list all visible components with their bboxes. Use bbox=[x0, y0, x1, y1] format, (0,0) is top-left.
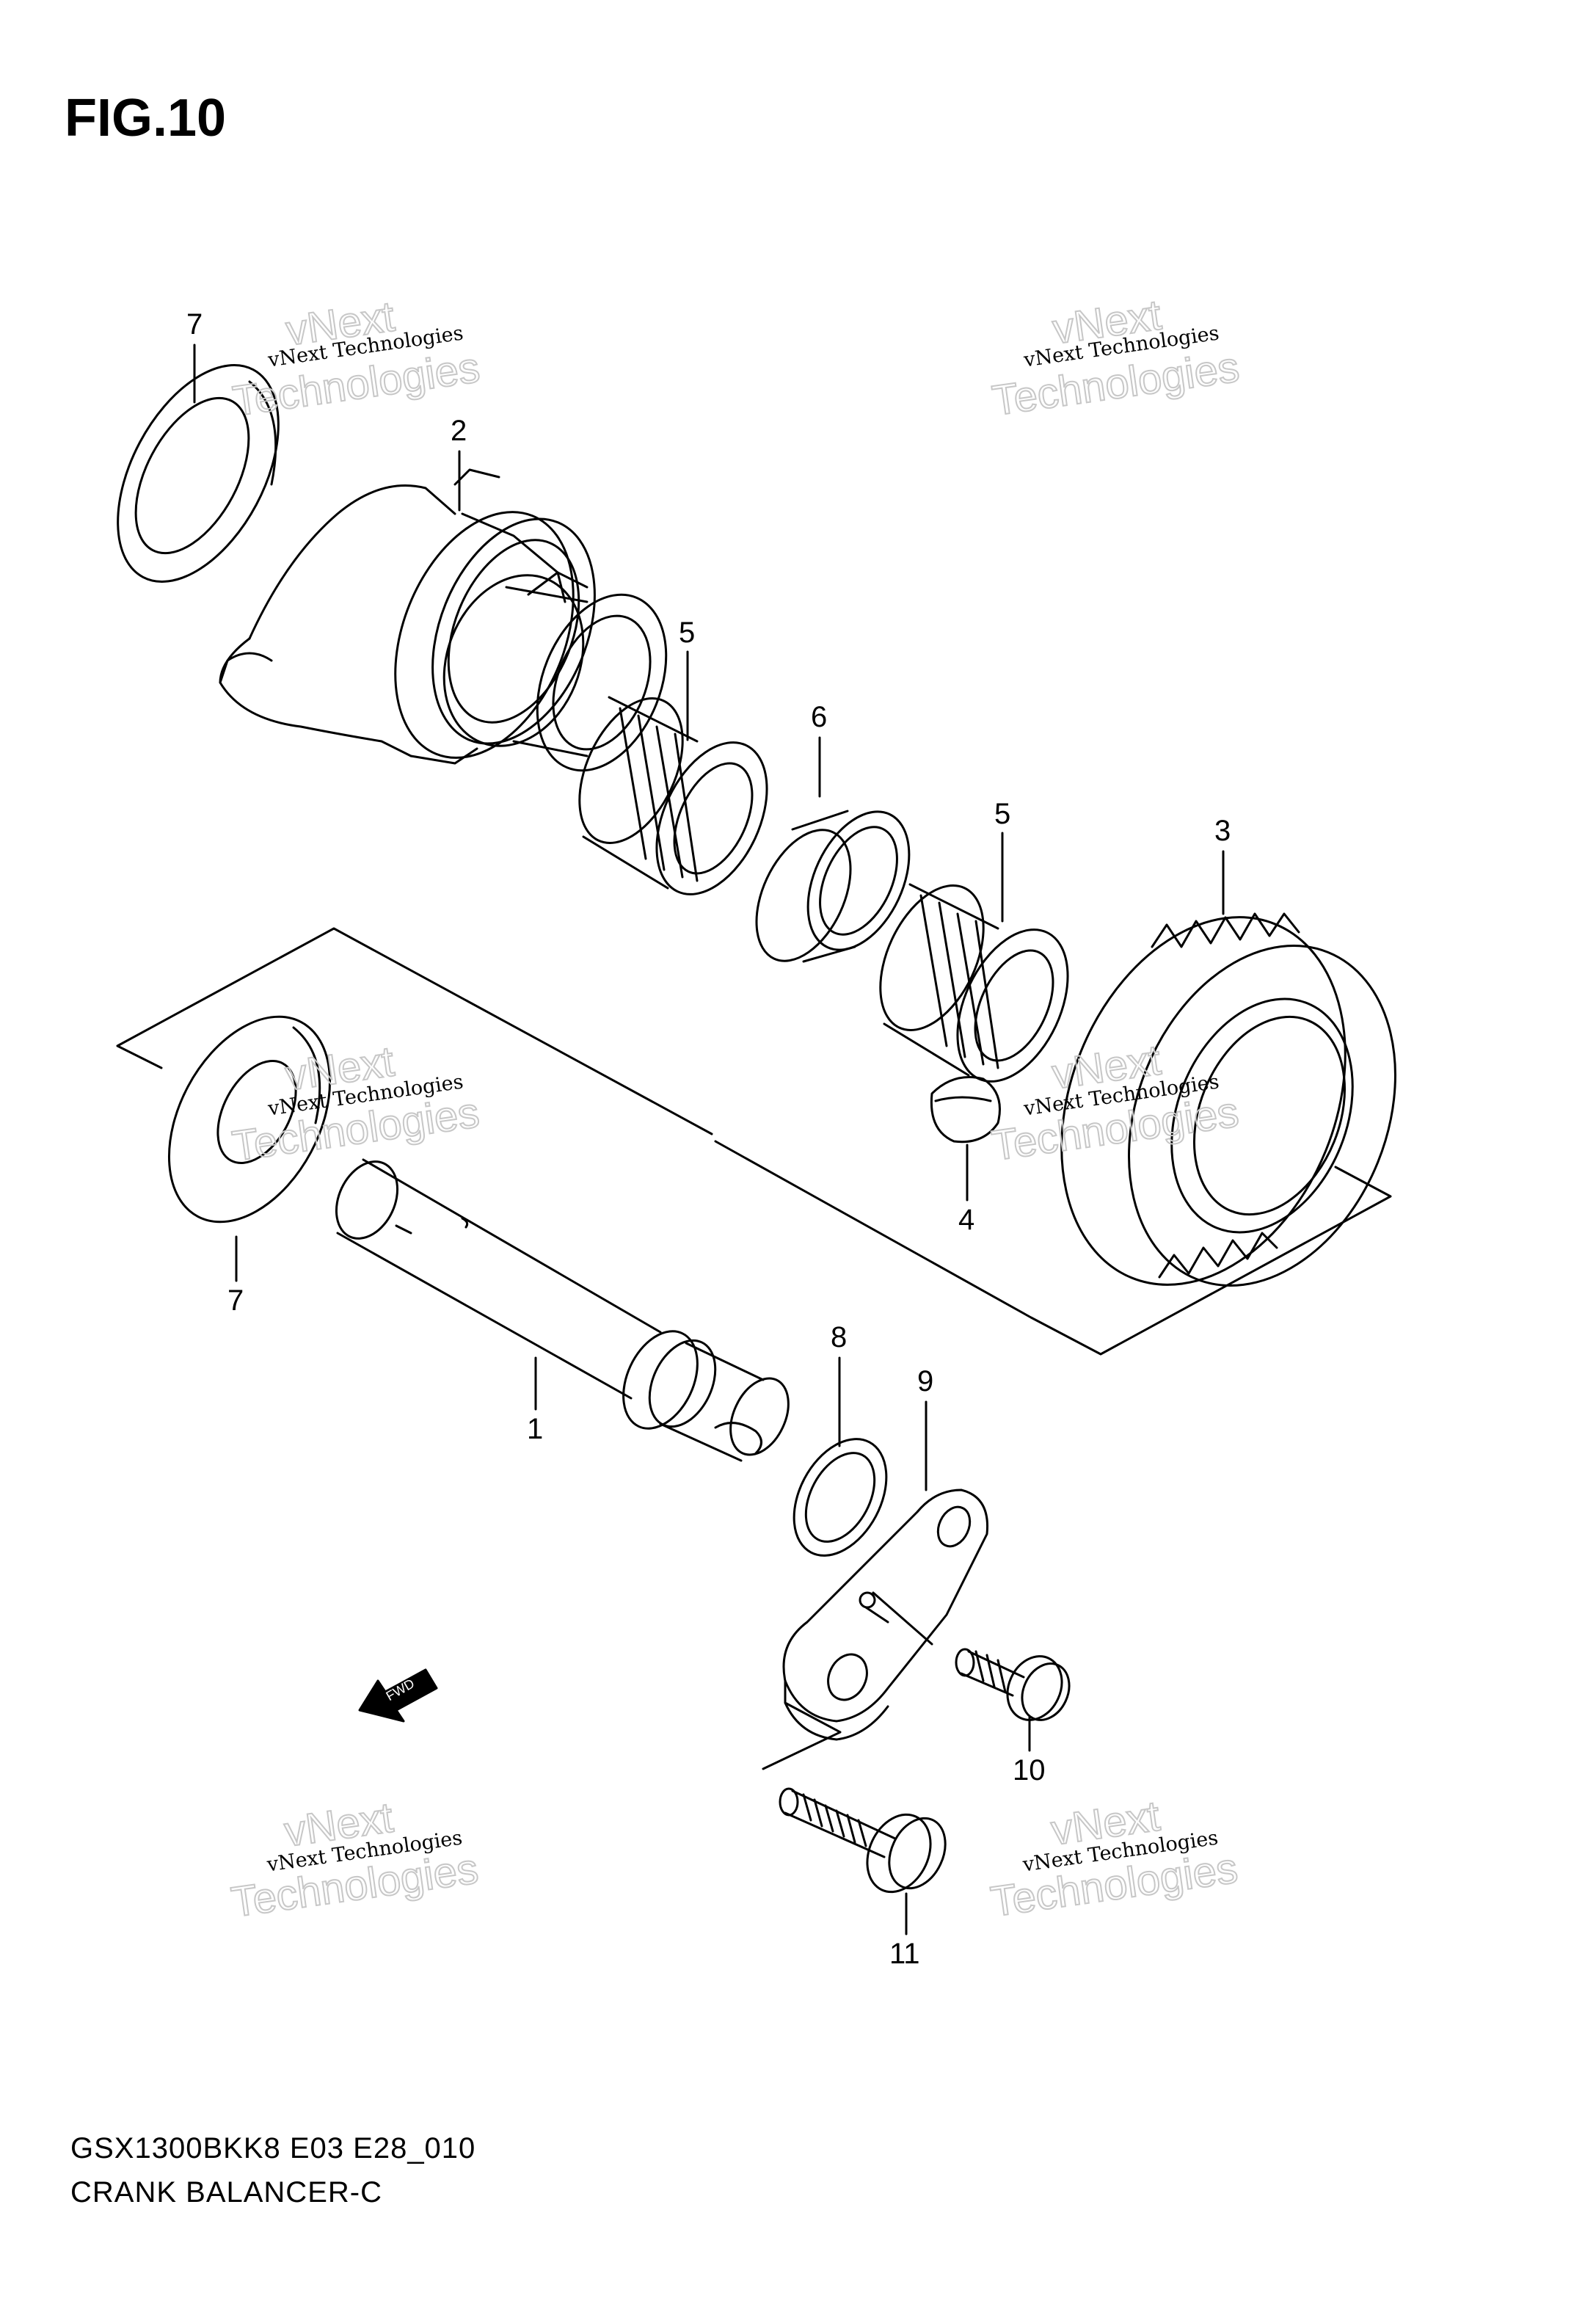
callout-10: 10 bbox=[1013, 1754, 1046, 1786]
part-1-balancer-shaft bbox=[335, 1158, 790, 1462]
assembly-outline bbox=[116, 927, 1392, 1356]
part-3-balancer-gear bbox=[1060, 912, 1396, 1287]
callout-7-top: 7 bbox=[186, 308, 203, 341]
watermark-mid-left: vNext Technologies vNext Technologies bbox=[229, 1037, 483, 1171]
part-11-flange-bolt bbox=[779, 1787, 947, 1894]
part-7-seal-top bbox=[117, 364, 280, 583]
part-7-washer-lower bbox=[167, 1015, 332, 1224]
callout-5-first: 5 bbox=[679, 617, 695, 649]
assembly-name: CRANK BALANCER-C bbox=[70, 2176, 382, 2209]
callout-6: 6 bbox=[811, 701, 827, 733]
figure-title: FIG.10 bbox=[65, 89, 227, 148]
part-9-lever bbox=[782, 1488, 989, 1741]
callout-8: 8 bbox=[831, 1321, 847, 1353]
part-2-balancer-weight bbox=[219, 468, 668, 772]
watermark-mid-right: vNext Technologies vNext Technologies bbox=[988, 1035, 1242, 1170]
callout-7-lower: 7 bbox=[227, 1284, 244, 1317]
model-code: GSX1300BKK8 E03 E28_010 bbox=[70, 2132, 476, 2164]
callout-numbers: 7 2 5 6 5 3 7 4 1 8 9 10 11 bbox=[186, 308, 1231, 1970]
reference-line bbox=[762, 1701, 842, 1770]
callout-5-second: 5 bbox=[994, 798, 1010, 830]
part-8-washer bbox=[792, 1438, 888, 1557]
part-6-spacer bbox=[755, 810, 911, 963]
part-5-needle-bearing-1 bbox=[578, 696, 768, 895]
callout-4: 4 bbox=[958, 1204, 974, 1236]
callout-9: 9 bbox=[917, 1365, 933, 1397]
callout-3: 3 bbox=[1214, 815, 1231, 847]
watermark-top-right: vNext Technologies vNext Technologies bbox=[988, 290, 1242, 425]
part-10-bolt bbox=[955, 1648, 1071, 1721]
part-5-needle-bearing-2 bbox=[879, 883, 1069, 1083]
part-4-key bbox=[930, 1076, 1001, 1144]
fwd-arrow-icon bbox=[358, 1668, 438, 1723]
watermark-top-left: vNext Technologies vNext Technologies bbox=[229, 292, 483, 426]
callout-2: 2 bbox=[451, 415, 467, 447]
watermark-group: vNext Technologies vNext Technologies vN… bbox=[227, 290, 1242, 1927]
watermark-bottom-left: vNext Technologies vNext Technologies bbox=[227, 1793, 481, 1927]
callout-1: 1 bbox=[527, 1413, 543, 1445]
watermark-bottom-right: vNext Technologies vNext Technologies bbox=[987, 1792, 1241, 1927]
callout-11: 11 bbox=[889, 1938, 920, 1970]
